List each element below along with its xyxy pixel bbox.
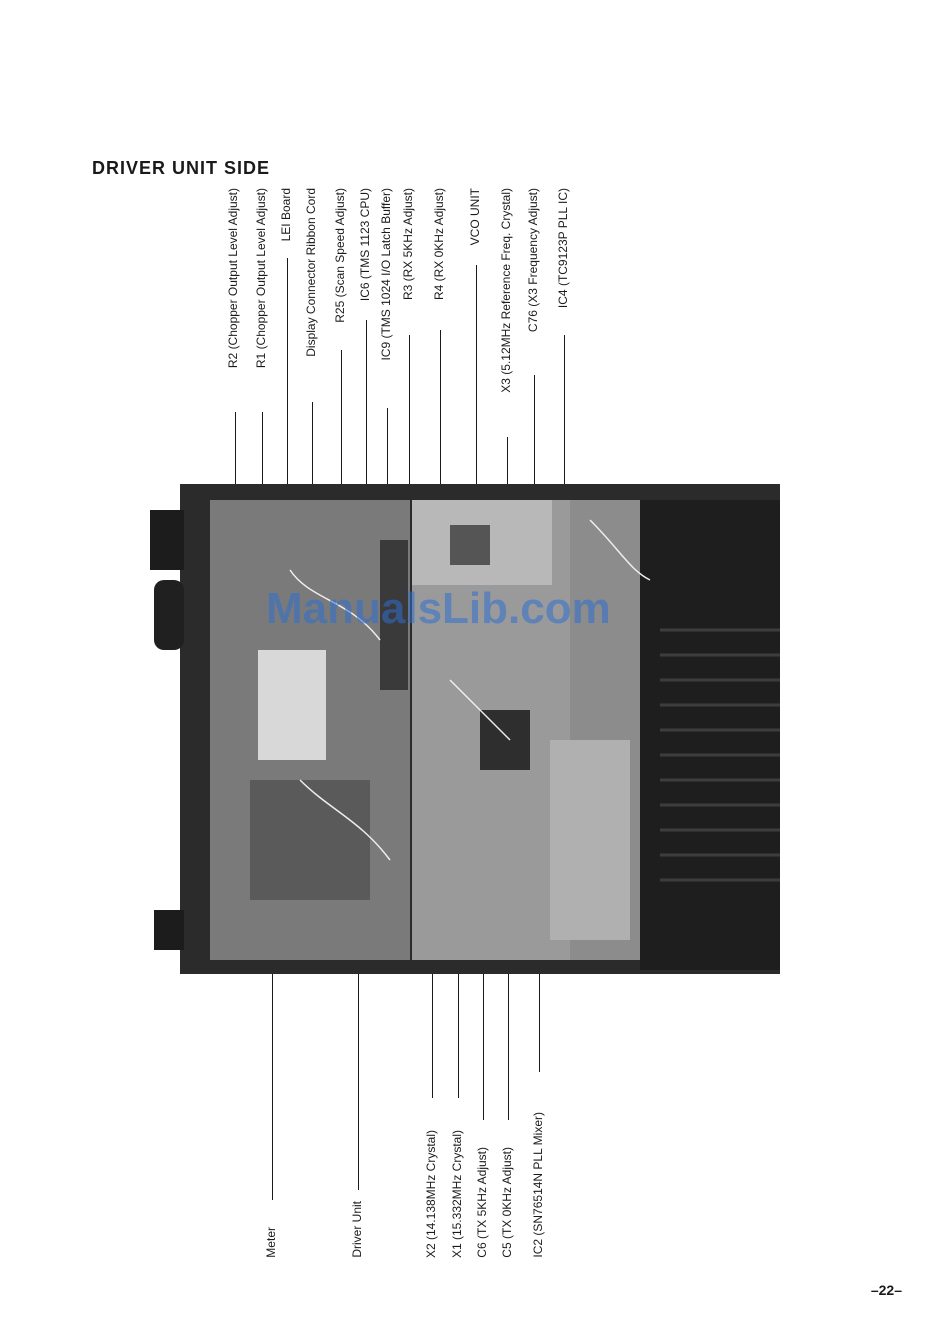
wiring bbox=[289, 519, 651, 861]
leader-lei bbox=[287, 258, 288, 588]
label-ic6: IC6 (TMS 1123 CPU) bbox=[358, 188, 372, 302]
watermark: ManualsLib.com bbox=[266, 584, 611, 633]
label-driver-unit: Driver Unit bbox=[350, 1201, 364, 1258]
label-c76: C76 (X3 Frequency Adjust) bbox=[526, 188, 540, 333]
leader-vco bbox=[476, 265, 477, 525]
label-ic9: IC9 (TMS 1024 I/O Latch Buffer) bbox=[379, 188, 393, 361]
label-r1: R1 (Chopper Output Level Adjust) bbox=[254, 188, 268, 369]
label-c5: C5 (TX 0KHz Adjust) bbox=[500, 1147, 514, 1258]
power-board bbox=[550, 740, 630, 940]
pll-chip bbox=[480, 710, 530, 770]
label-ic2: IC2 (SN76514N PLL Mixer) bbox=[531, 1112, 545, 1258]
label-r3: R3 (RX 5KHz Adjust) bbox=[401, 188, 415, 301]
label-r25: R25 (Scan Speed Adjust) bbox=[333, 188, 347, 323]
vco-can bbox=[450, 525, 490, 565]
heatsink bbox=[640, 500, 780, 970]
leader-driver bbox=[358, 920, 359, 1190]
leader-r4 bbox=[440, 330, 441, 630]
label-meter: Meter bbox=[264, 1227, 278, 1258]
label-x2: X2 (14.138MHz Crystal) bbox=[424, 1129, 438, 1258]
page-heading: DRIVER UNIT SIDE bbox=[92, 158, 271, 178]
label-r2: R2 (Chopper Output Level Adjust) bbox=[226, 188, 240, 369]
label-r4: R4 (RX 0KHz Adjust) bbox=[432, 188, 446, 301]
leader-ic4 bbox=[564, 335, 565, 620]
meter-assembly bbox=[250, 780, 370, 900]
heatsink-fins bbox=[660, 628, 780, 882]
label-vco-unit: VCO UNIT bbox=[468, 188, 482, 246]
label-lei-board: LEI Board bbox=[279, 188, 293, 242]
front-knob-mid bbox=[154, 580, 184, 650]
driver-unit-photo bbox=[150, 484, 780, 974]
leader-r25 bbox=[341, 350, 342, 580]
lei-board bbox=[258, 650, 326, 760]
leader-meter bbox=[272, 850, 273, 1200]
leader-ic6 bbox=[366, 320, 367, 590]
front-knob-bottom bbox=[154, 910, 184, 950]
label-ic4: IC4 (TC9123P PLL IC) bbox=[556, 188, 570, 309]
front-knob-top bbox=[150, 510, 184, 570]
cpu-chip bbox=[380, 540, 408, 690]
label-c6: C6 (TX 5KHz Adjust) bbox=[475, 1147, 489, 1258]
label-x1: X1 (15.332MHz Crystal) bbox=[450, 1129, 464, 1258]
label-display-connector: Display Connector Ribbon Cord bbox=[304, 188, 318, 357]
page-number: –22– bbox=[870, 1282, 902, 1298]
label-x3: X3 (5.12MHz Reference Freq. Crystal) bbox=[499, 188, 513, 393]
